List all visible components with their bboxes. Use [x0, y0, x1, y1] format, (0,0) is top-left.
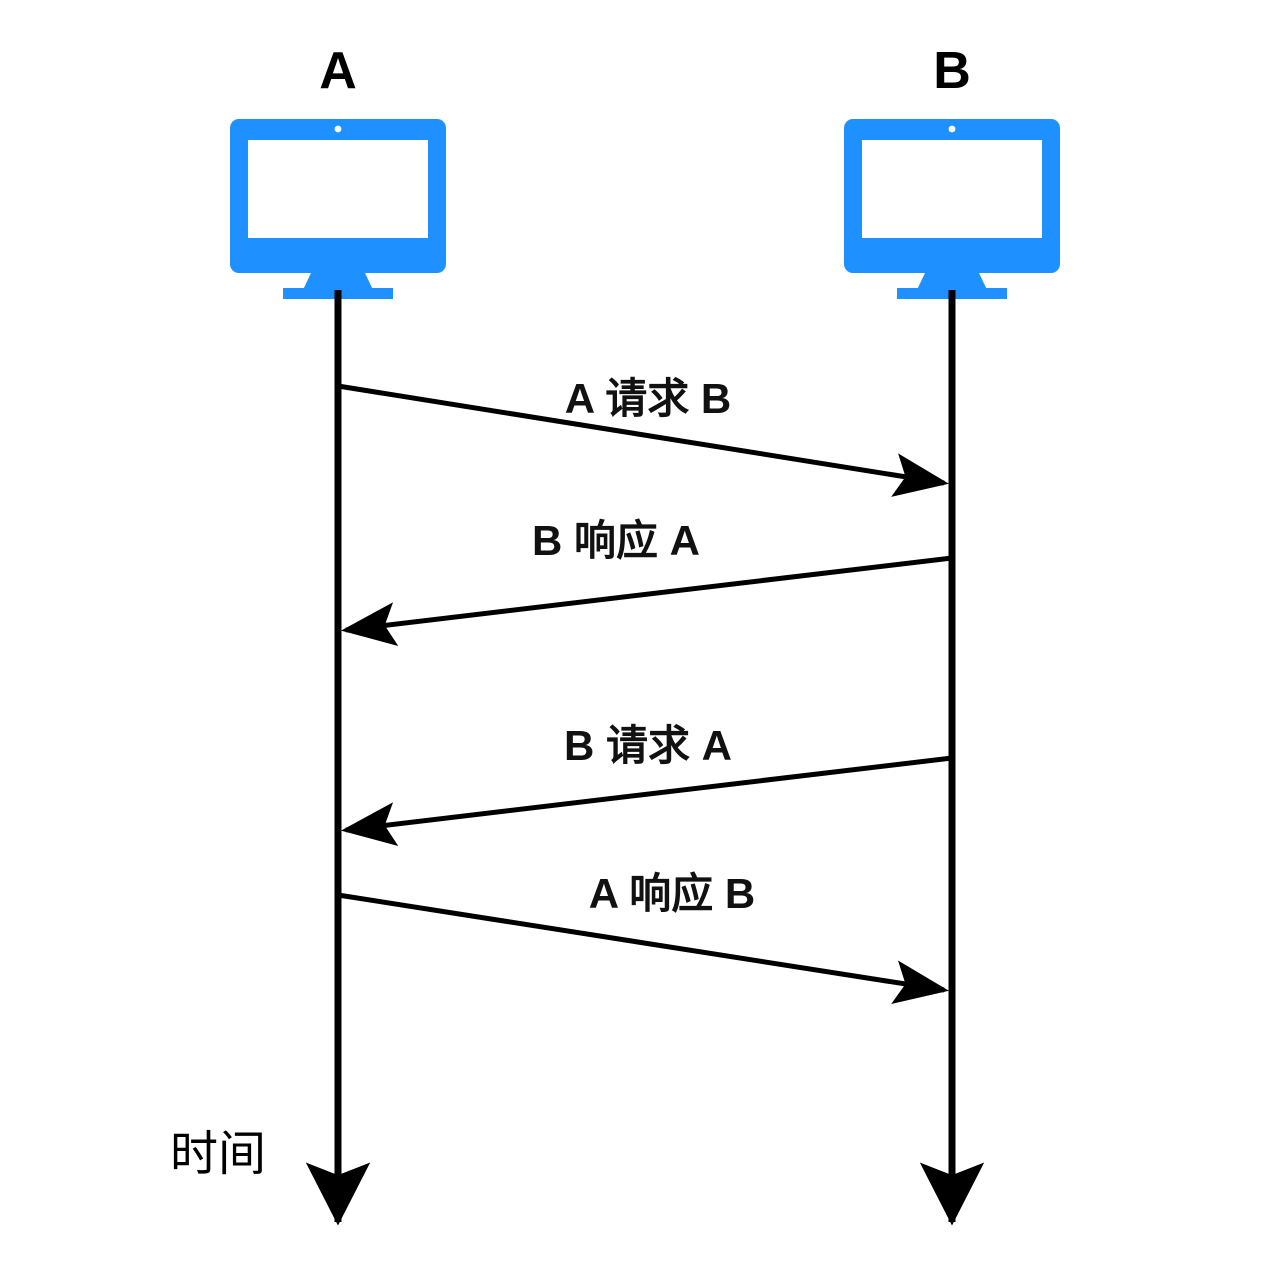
message-arrow-1: [337, 383, 949, 497]
actor-a-group: A: [230, 42, 446, 1226]
message-label-4: A 响应 B: [589, 870, 755, 917]
message-2-group: B 响应 A: [341, 517, 953, 646]
message-label-1: A 请求 B: [565, 375, 731, 422]
time-axis-label: 时间: [170, 1128, 266, 1181]
message-arrow-4: [337, 892, 949, 1004]
message-arrow-2: [341, 555, 953, 646]
desktop-monitor-icon: [230, 119, 446, 299]
message-3-group: B 请求 A: [341, 722, 953, 846]
actor-b-group: B: [844, 42, 1060, 1226]
message-4-group: A 响应 B: [337, 870, 949, 1004]
message-1-group: A 请求 B: [337, 375, 949, 497]
actor-label-b: B: [933, 42, 971, 100]
actor-label-a: A: [319, 42, 357, 100]
message-arrow-3: [341, 755, 953, 846]
message-label-2: B 响应 A: [532, 517, 700, 564]
desktop-monitor-icon: [844, 119, 1060, 299]
message-label-3: B 请求 A: [564, 722, 732, 769]
